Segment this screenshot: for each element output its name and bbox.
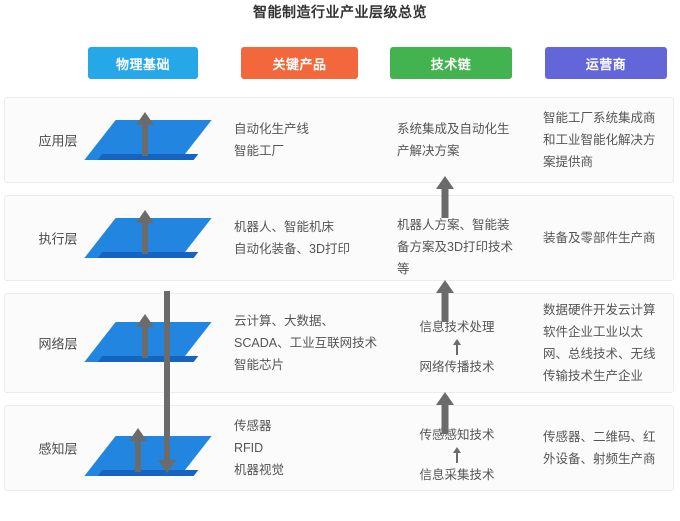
column-chip-key-products[interactable]: 关键产品 [241,47,358,79]
layer-row-execution[interactable]: 执行层 机器人、智能机床 自动化装备、3D打印 机器人方案、智能装 备方案及3D… [4,195,674,281]
between-row-up-arrow-exec-net [436,280,454,322]
column-chip-physical[interactable]: 物理基础 [88,47,198,79]
column-chip-operators-label: 运营商 [585,56,627,72]
tech-chain-bottom-perception: 信息采集技术 [419,468,495,482]
between-row-up-arrow-app-exec [436,176,454,218]
slab-up-arrow-icon [136,210,154,254]
long-down-arrow-icon [158,291,176,473]
tech-chain-block-perception: 传感感知技术 信息采集技术 [397,424,517,486]
operators-text-application: 智能工厂系统集成商 和工业智能化解决方 案提供商 [543,111,656,169]
layer-label-execution: 执行层 [38,231,78,247]
key-products-text-application: 自动化生产线 智能工厂 [234,122,310,158]
tech-chain-block-network: 信息技术处理 网络传播技术 [397,316,517,378]
column-chip-key-products-label: 关键产品 [272,56,327,72]
mini-up-arrow-icon [397,339,517,355]
slab-up-arrow-icon [136,314,154,358]
column-chip-physical-label: 物理基础 [115,56,170,72]
key-products-text-execution: 机器人、智能机床 自动化装备、3D打印 [234,220,350,256]
mini-up-arrow-icon [397,447,517,463]
operators-text-network: 数据硬件开发云计算 软件企业工业以太 网、总线技术、无线 传输技术生产企业 [543,303,656,383]
layer-row-perception[interactable]: 感知层 传感器 RFID 机器视觉 传感感知技术 信息采集技术 传感器、二维码、… [4,405,674,491]
blue-slab-icon [84,436,212,482]
key-products-text-network: 云计算、大数据、 SCADA、工业互联网技术 智能芯片 [234,314,378,372]
layer-label-perception: 感知层 [38,441,78,457]
page-title: 智能制造行业产业层级总览 [253,4,427,20]
layer-row-network[interactable]: 网络层 云计算、大数据、 SCADA、工业互联网技术 智能芯片 信息技术处理 网… [4,293,674,393]
operators-text-perception: 传感器、二维码、红 外设备、射频生产商 [543,430,656,466]
layer-label-network: 网络层 [38,336,78,352]
tech-chain-bottom-network: 网络传播技术 [419,360,495,374]
tech-chain-top-network: 信息技术处理 [419,320,495,334]
layer-row-application[interactable]: 应用层 自动化生产线 智能工厂 系统集成及自动化生 产解决方案 智能工厂系统集成… [4,97,674,183]
operators-text-execution: 装备及零部件生产商 [543,231,656,245]
column-chip-tech-chain[interactable]: 技术链 [390,47,512,79]
column-chip-tech-chain-label: 技术链 [430,56,472,72]
slab-up-arrow-icon [129,428,147,472]
tech-chain-top-perception: 传感感知技术 [419,428,495,442]
key-products-text-perception: 传感器 RFID 机器视觉 [234,419,285,477]
layer-label-application: 应用层 [38,133,78,149]
tech-chain-text-application: 系统集成及自动化生 产解决方案 [397,122,510,158]
between-row-up-arrow-net-perc [436,392,454,434]
slab-up-arrow-icon [136,112,154,156]
column-header-bar: 物理基础 关键产品 技术链 运营商 [0,47,680,79]
tech-chain-text-execution: 机器人方案、智能装 备方案及3D打印技术 等 [397,218,513,276]
column-chip-operators[interactable]: 运营商 [545,47,667,79]
